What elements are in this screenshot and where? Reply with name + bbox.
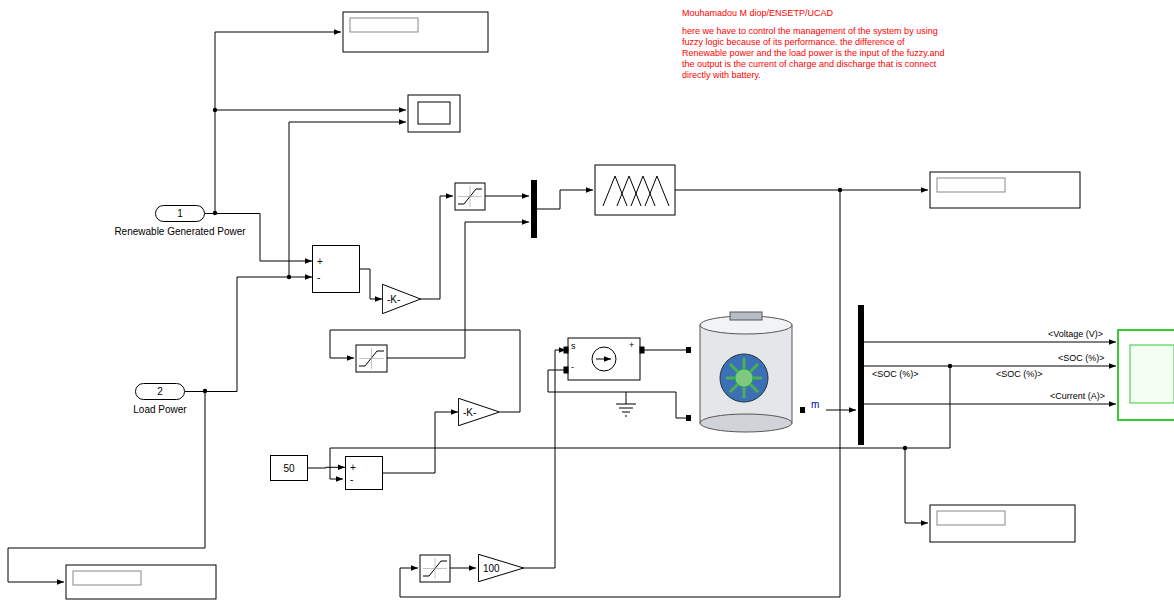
gain-block: -K- xyxy=(458,398,500,426)
bus-selector xyxy=(858,305,864,445)
block-text: + xyxy=(350,462,356,473)
note-label: s xyxy=(571,341,576,352)
block-name: Load Power xyxy=(133,404,186,415)
block-text: 100 xyxy=(483,563,500,574)
block-name: - xyxy=(350,474,353,485)
block-text: 50 xyxy=(283,463,294,474)
block-text: -K- xyxy=(463,407,476,418)
note-label: <SOC (%)> xyxy=(996,369,1043,380)
block-text: 2 xyxy=(157,386,163,397)
scope-block xyxy=(1118,330,1174,420)
signal-line xyxy=(205,214,312,262)
saturation-block xyxy=(356,183,485,582)
note-label: Mouhamadou M diop/ENSETP/UCAD xyxy=(682,8,833,19)
signal-line xyxy=(185,277,312,392)
gain-block: 100 xyxy=(478,554,524,582)
scope-block xyxy=(408,95,460,132)
note-label: <SOC (%)> xyxy=(1058,353,1105,364)
signal-line xyxy=(360,269,382,299)
note-label: m xyxy=(811,399,819,410)
constant-block: 50 xyxy=(270,455,308,481)
ground-symbol xyxy=(616,404,636,416)
display-block xyxy=(66,12,1080,599)
fuzzy-controller xyxy=(595,165,675,215)
note-label: <SOC (%)> xyxy=(872,369,919,380)
note-label: + xyxy=(629,340,634,351)
gain-block: -K- xyxy=(382,284,421,314)
signal-line xyxy=(383,412,458,473)
sum-block: +- xyxy=(312,245,360,293)
inport-block: 2Load Power xyxy=(135,383,185,400)
signal-line xyxy=(308,467,345,469)
block-text: + xyxy=(317,256,323,267)
inport-block: 1Renewable Generated Power xyxy=(155,205,205,222)
block-text: -K- xyxy=(387,294,400,305)
note-label: <Current (A)> xyxy=(1050,391,1105,402)
block-name: - xyxy=(317,272,320,283)
note-label: - xyxy=(571,362,574,373)
block-text: 1 xyxy=(177,208,183,219)
sum-block: +- xyxy=(345,456,383,490)
note-label: <Voltage (V)> xyxy=(1048,329,1103,340)
note-label: here we have to control the management o… xyxy=(682,26,950,81)
block-name: Renewable Generated Power xyxy=(114,226,245,237)
battery-symbol xyxy=(686,312,805,432)
mux-bar xyxy=(531,180,537,238)
current-source xyxy=(564,338,644,380)
